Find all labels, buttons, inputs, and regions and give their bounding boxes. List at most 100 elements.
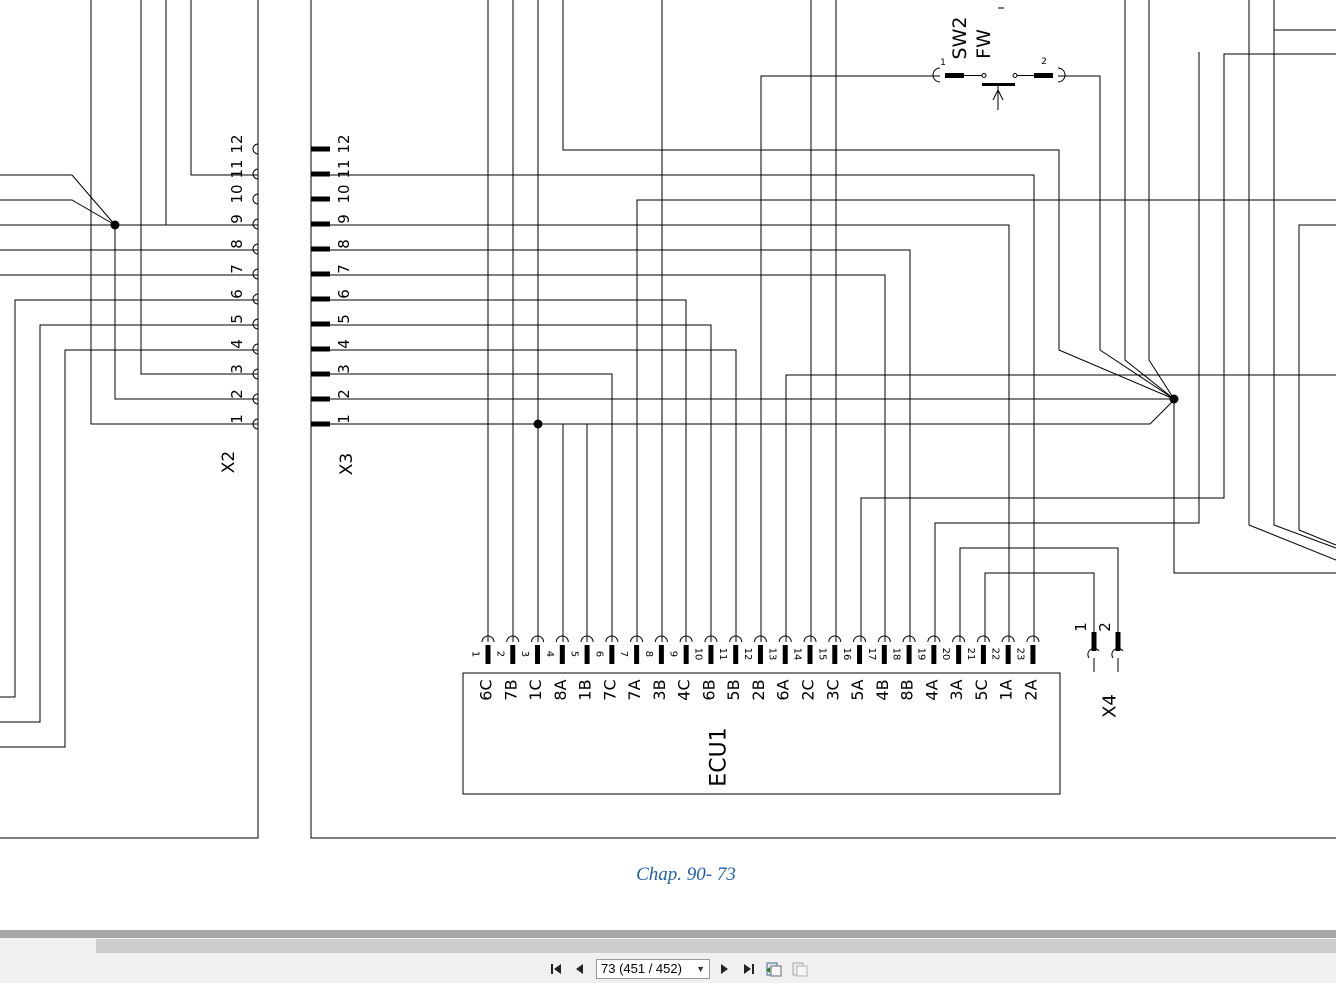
wire (1298, 224, 1336, 530)
ecu-pin-socket (729, 635, 743, 643)
ecu-pin-number: 12 (742, 648, 753, 661)
sw2-pin1 (945, 73, 964, 78)
ecu-pin (757, 645, 763, 664)
x4-pin-socket (1087, 647, 1100, 659)
ecu-pin-number: 8 (643, 651, 654, 657)
previous-view-icon[interactable] (765, 961, 783, 977)
ecu-pin-socket (952, 635, 966, 643)
chevron-down-icon: ▼ (696, 964, 705, 974)
ecu-pin-socket (927, 635, 941, 643)
ecu-pin-number: 4 (544, 651, 555, 657)
wire (1273, 0, 1336, 31)
previous-page-icon[interactable] (571, 961, 589, 977)
x3-pin (311, 146, 330, 152)
x3-pin (311, 271, 330, 277)
x3-pin-label: 1 (335, 414, 353, 424)
ecu-pin-number: 11 (717, 648, 728, 661)
ecu-terminal-label: 2A (1021, 679, 1040, 700)
last-page-icon[interactable] (739, 961, 757, 977)
ecu-terminal-label: 2C (799, 679, 818, 700)
sw2-pin2-label: 2 (1041, 57, 1047, 67)
ecu-pin (881, 645, 887, 664)
x3-pin (311, 296, 330, 302)
ecu-pin-number: 3 (519, 651, 530, 657)
ecu-pin-socket (803, 635, 817, 643)
ecu-terminal-label: 5A (848, 679, 867, 700)
wire-junction-dot (533, 419, 543, 429)
scrollbar-track-border (0, 930, 1336, 938)
ecu-pin (733, 645, 739, 664)
x2-pin-label: 8 (228, 239, 246, 249)
x2-pin-label: 12 (228, 134, 246, 153)
wire (860, 53, 1336, 642)
x2-pin-socket (252, 168, 259, 180)
ecu-terminal-label: 6C (477, 679, 496, 700)
x4-pin-label: 2 (1096, 622, 1114, 632)
ecu-pin-number: 14 (792, 648, 803, 661)
ecu-pin-socket (531, 635, 545, 643)
x3-pin-label: 7 (335, 264, 353, 274)
horizontal-scrollbar[interactable] (0, 930, 1336, 954)
ecu-pin-number: 13 (767, 648, 778, 661)
wire (959, 547, 1119, 642)
scrollbar-thumb[interactable] (96, 939, 1336, 953)
ecu-pin (956, 645, 962, 664)
wire-junction-dot (110, 220, 120, 230)
x2-pin-label: 11 (228, 159, 246, 178)
ecu-pin (807, 645, 813, 664)
wire (330, 373, 613, 642)
wire (330, 349, 737, 642)
ecu-pin-number: 5 (569, 651, 580, 657)
x3-pin-label: 9 (335, 214, 353, 224)
ecu-pin (782, 645, 788, 664)
ecu-pin-socket (877, 635, 891, 643)
ecu-pin-number: 1 (470, 651, 481, 657)
x3-pin-label: 10 (335, 184, 353, 203)
first-page-icon[interactable] (548, 961, 566, 977)
next-view-icon[interactable] (791, 961, 809, 977)
x3-pin-label: 12 (335, 134, 353, 153)
ecu-terminal-label: 8A (551, 679, 570, 700)
x4-pin (1115, 632, 1121, 651)
wire-junction-dot (1169, 394, 1179, 404)
ecu-pin-number: 18 (891, 648, 902, 661)
wire (1058, 75, 1175, 400)
x2-pin-socket (252, 418, 259, 430)
sw2-pin1-socket (932, 67, 941, 83)
page-selector[interactable]: 73 (451 / 452) ▼ (596, 959, 710, 979)
wire (0, 349, 258, 748)
ecu-pin-socket (704, 635, 718, 643)
ecu-pin-socket (1026, 635, 1040, 643)
ecu-terminal-label: 4B (873, 679, 892, 700)
next-page-icon[interactable] (715, 961, 733, 977)
sw2-pin2-socket (1057, 67, 1066, 83)
wire (984, 572, 1095, 642)
x2-pin-label: 5 (228, 314, 246, 324)
x2-pin-socket (252, 143, 259, 155)
ecu-terminal-label: 7B (501, 679, 520, 700)
ecu-pin-number: 23 (1014, 648, 1025, 661)
ecu-terminal-label: 4A (922, 679, 941, 700)
ecu-terminal-label: 3B (650, 679, 669, 700)
x2-connector-label: X2 (219, 451, 239, 473)
ecu-pin-number: 6 (593, 651, 604, 657)
ecu-pin (658, 645, 664, 664)
ecu-terminal-label: 3A (947, 679, 966, 700)
sw2-actuator-bar (982, 83, 1015, 86)
ecu-pin-socket (1001, 635, 1015, 643)
x2-pin-label: 2 (228, 389, 246, 399)
ecu1-label: ECU1 (707, 727, 732, 786)
ecu-terminal-label: 8B (898, 679, 917, 700)
ecu-pin-number: 19 (915, 648, 926, 661)
x3-pin-label: 4 (335, 339, 353, 349)
ecu-pin-number: 2 (494, 651, 505, 657)
ecu-pin-socket (679, 635, 693, 643)
ecu-pin (857, 645, 863, 664)
x3-pin (311, 221, 330, 227)
wire (538, 423, 564, 642)
ecu-pin-number: 15 (816, 648, 827, 661)
wire (562, 0, 1175, 400)
x3-pin (311, 371, 330, 377)
wire (785, 374, 1336, 642)
